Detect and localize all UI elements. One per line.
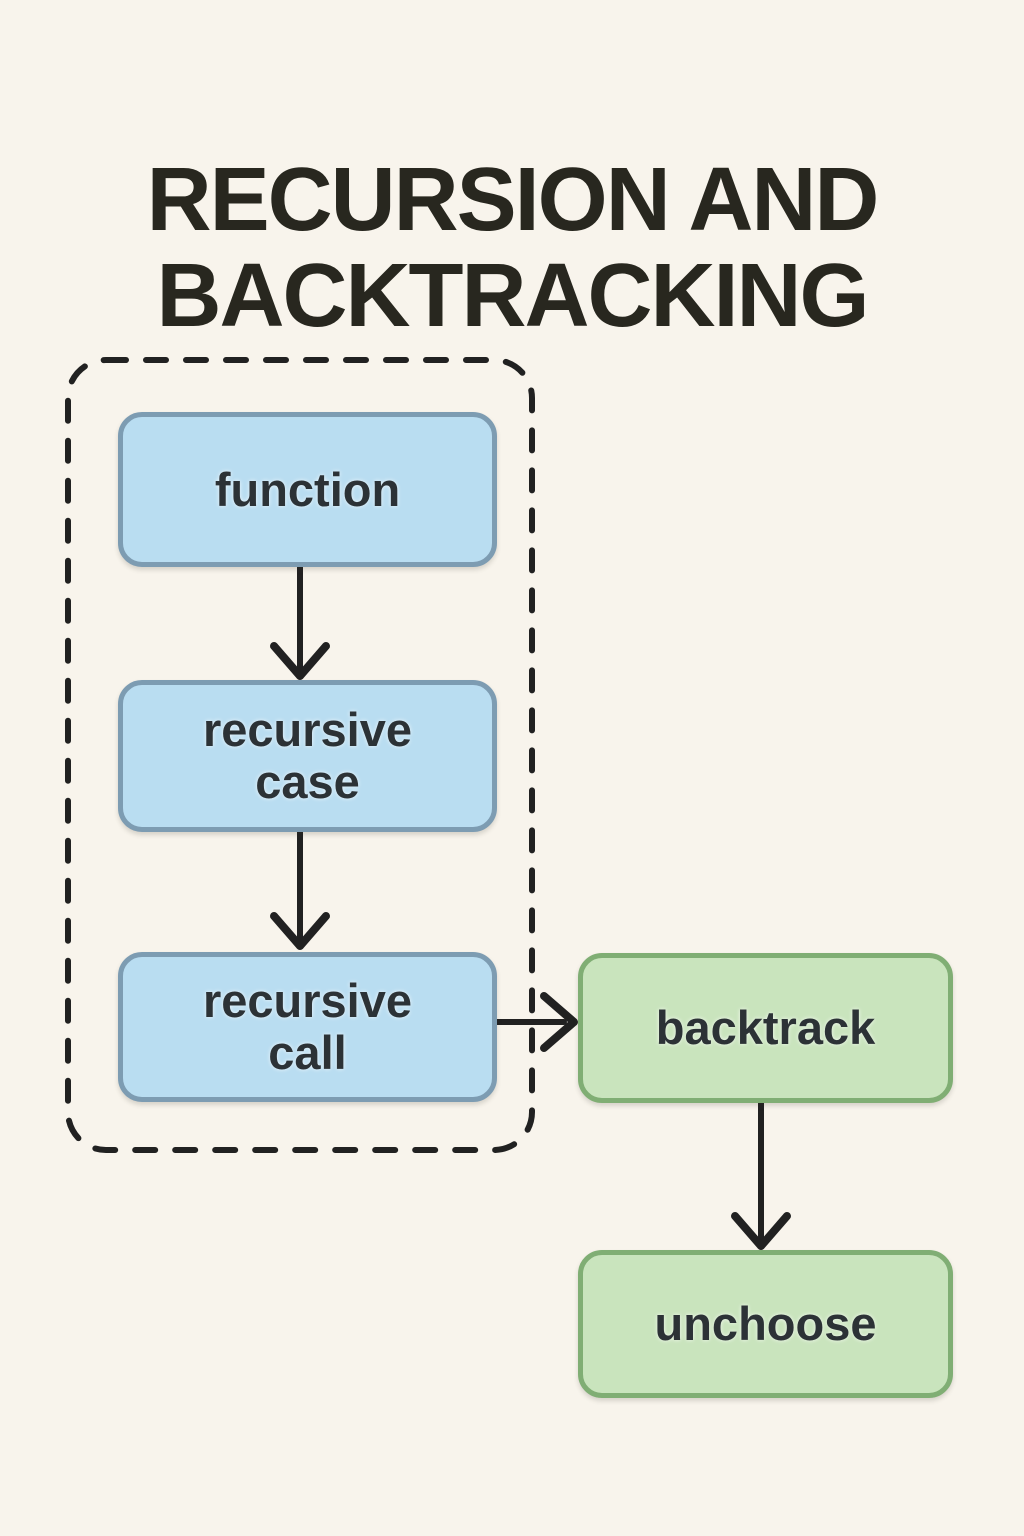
node-backtrack-label: backtrack (655, 1001, 876, 1054)
node-backtrack: backtrack (578, 953, 953, 1103)
node-recursive-case: recursive case (118, 680, 497, 832)
arrow-backtrack-to-unchoose (731, 1093, 791, 1250)
node-unchoose: unchoose (578, 1250, 953, 1398)
node-recursive-call-label: recursive call (202, 974, 413, 1079)
node-function-label: function (214, 462, 401, 516)
node-recursive-case-label: recursive case (202, 703, 413, 808)
page-title-line2: BACKTRACKING (156, 246, 870, 347)
arrow-recursive-call-to-backtrack (487, 992, 578, 1052)
page-title: RECURSION AND BACKTRACKING (0, 152, 1024, 344)
page-title-line1: RECURSION AND (146, 150, 880, 251)
node-function: function (118, 412, 497, 567)
node-unchoose-label: unchoose (654, 1297, 877, 1350)
node-recursive-call: recursive call (118, 952, 497, 1102)
arrow-function-to-recursive-case (270, 555, 330, 680)
recursion-group-outline (65, 357, 535, 1153)
arrow-recursive-case-to-recursive-call (270, 821, 330, 950)
